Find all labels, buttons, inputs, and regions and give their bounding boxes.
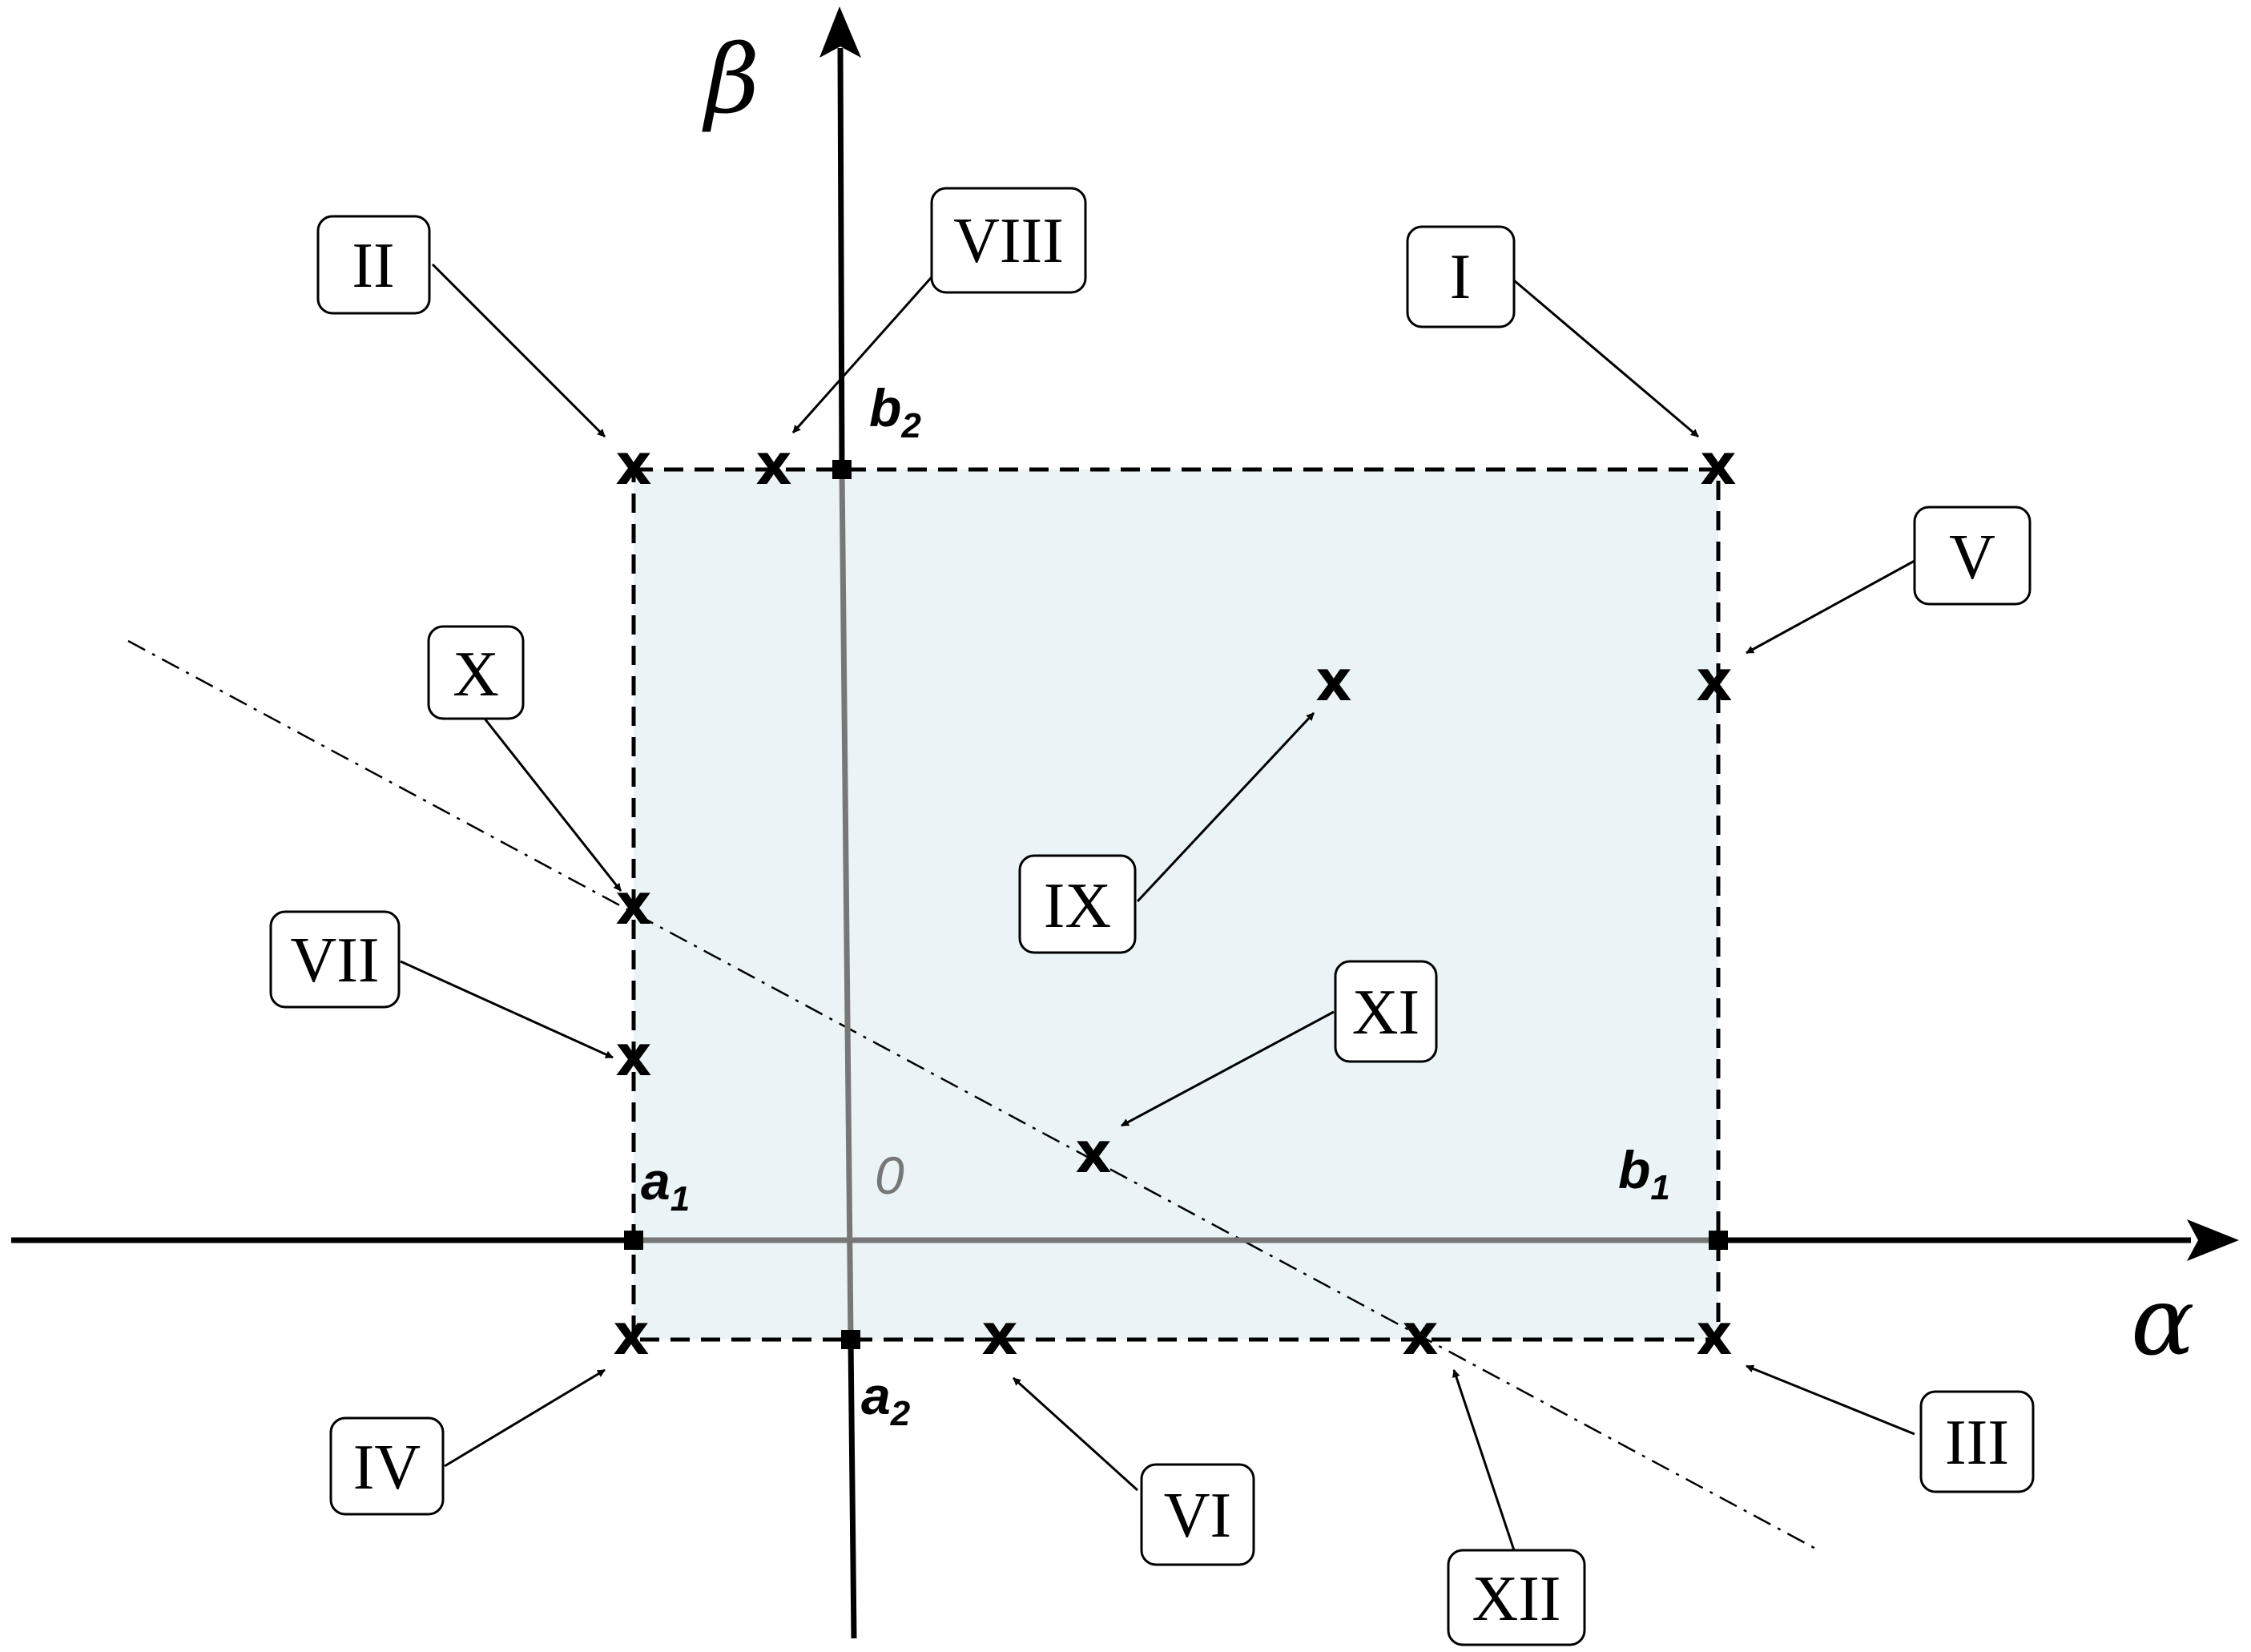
callout-XI-text: XI [1352, 977, 1419, 1048]
alpha-axis-arrowhead [2187, 1219, 2239, 1261]
beta-axis [837, 47, 845, 470]
callout-V-text: V [1949, 522, 1995, 593]
marker-X: x [615, 872, 651, 937]
point-b2 [832, 460, 852, 479]
callout-II: II [316, 215, 431, 315]
callout-XII-text: XII [1472, 1564, 1560, 1634]
callout-IX: IX [1018, 854, 1137, 954]
origin-label: 0 [875, 1146, 904, 1205]
callout-IV: IV [329, 1416, 445, 1516]
callout-V: V [1913, 506, 2032, 606]
marker-XI: x [1075, 1120, 1111, 1186]
marker-VI: x [981, 1302, 1017, 1368]
leader-IX [1136, 711, 1315, 903]
callout-I-text: I [1450, 242, 1472, 312]
callout-IV-text: IV [353, 1432, 421, 1503]
marker-V: x [1696, 648, 1732, 714]
callout-XI: XI [1334, 960, 1438, 1063]
callout-X: X [427, 625, 525, 720]
leader-arrows [400, 263, 1915, 1551]
marker-II: x [615, 432, 651, 498]
dash-dot-line [127, 639, 1821, 1553]
callout-X-text: X [453, 639, 499, 710]
marker-XII: x [1402, 1302, 1438, 1368]
label-a1: a1 [641, 1151, 690, 1219]
marker-group: x x x x x x x x x x x x [613, 432, 1736, 1368]
marker-VII: x [615, 1023, 651, 1089]
dashed-boundary [631, 467, 1721, 1342]
marker-VIII: x [755, 432, 791, 498]
callout-VIII: VIII [930, 187, 1087, 294]
beta-axis-label: β [702, 24, 759, 135]
leader-VIII [791, 270, 939, 433]
callout-VII-text: VII [290, 925, 379, 996]
alpha-axis-label: α [2131, 1266, 2195, 1376]
leader-XII [1452, 1369, 1516, 1551]
callout-III-text: III [1945, 1408, 2009, 1478]
leader-II [431, 263, 606, 438]
beta-axis-arrowhead [819, 6, 861, 58]
point-a1 [624, 1231, 643, 1250]
leader-XI [1121, 1010, 1335, 1127]
marker-IX: x [1315, 648, 1351, 714]
label-a2: a2 [861, 1366, 911, 1433]
label-b2: b2 [869, 378, 921, 445]
callout-I: I [1406, 225, 1516, 328]
leader-VI [1012, 1376, 1139, 1492]
callout-III: III [1919, 1390, 2035, 1493]
point-b1 [1709, 1231, 1728, 1250]
leader-I [1513, 279, 1699, 438]
callout-VIII-text: VIII [953, 206, 1064, 276]
shaded-region [634, 469, 1718, 1340]
callout-II-text: II [352, 231, 394, 301]
leader-IV [444, 1368, 606, 1468]
inner-vertical-segment [839, 469, 854, 1340]
leader-V [1746, 559, 1915, 655]
callout-VI: VI [1140, 1463, 1255, 1566]
callout-VI-text: VI [1164, 1481, 1231, 1551]
label-b1: b1 [1618, 1140, 1670, 1207]
leader-III [1746, 1364, 1915, 1436]
marker-III: x [1696, 1302, 1732, 1368]
leader-X [483, 718, 622, 892]
marker-IV: x [613, 1302, 649, 1368]
point-a2 [841, 1330, 860, 1349]
leader-VII [400, 960, 614, 1059]
callout-XII: XII [1447, 1549, 1586, 1646]
callout-IX-text: IX [1044, 871, 1111, 941]
callout-VII: VII [269, 910, 401, 1009]
beta-axis-lower [848, 1339, 857, 1639]
marker-I: x [1700, 432, 1736, 498]
